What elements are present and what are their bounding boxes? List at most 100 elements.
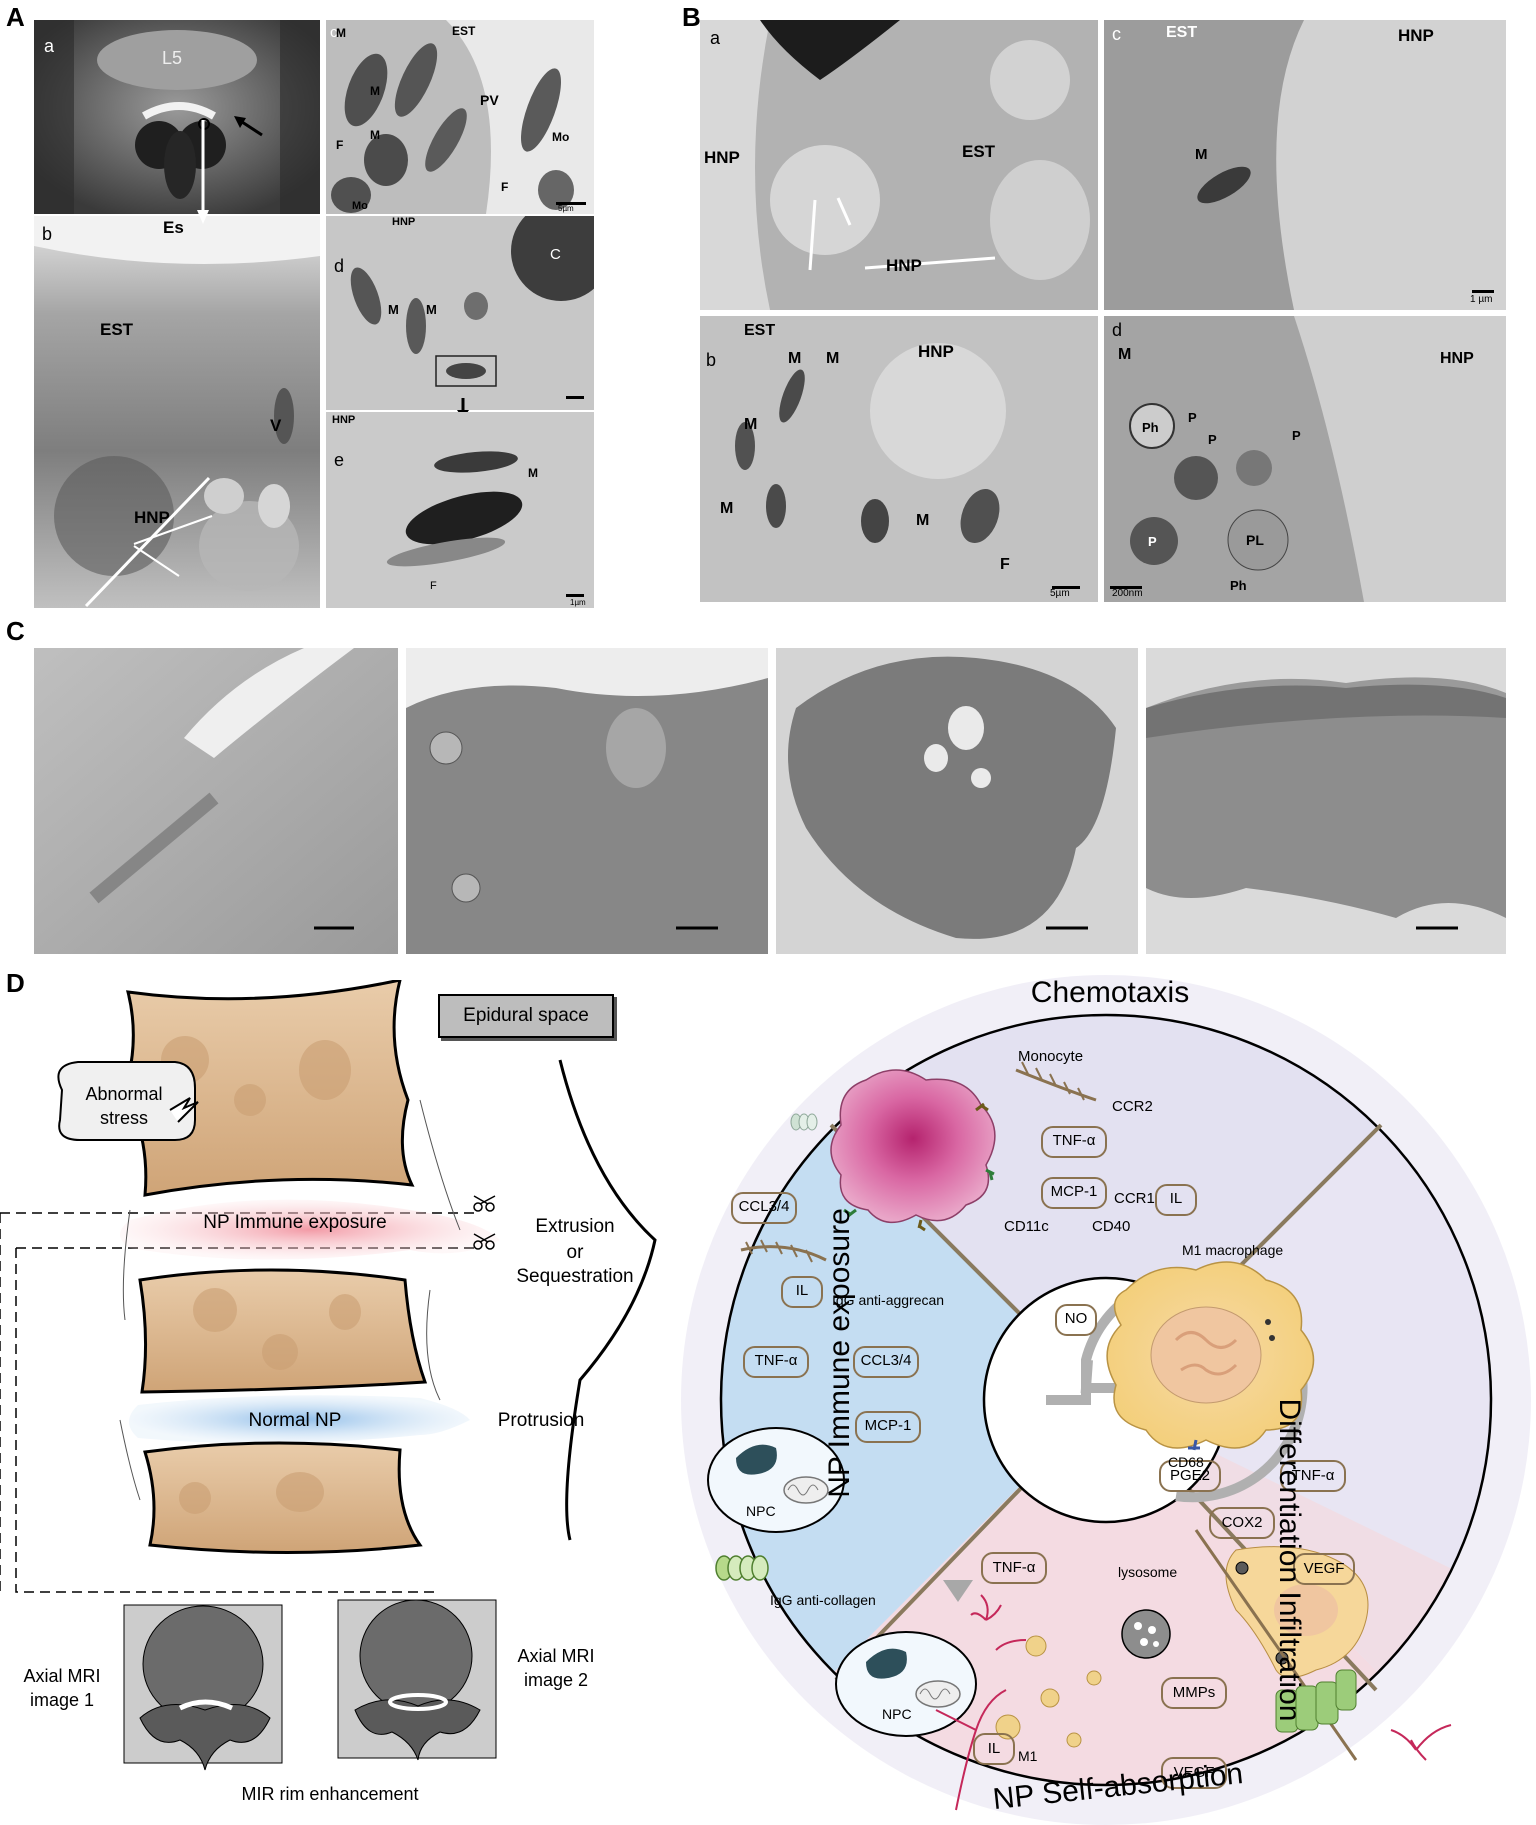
c3-drawing — [776, 648, 1138, 954]
mcp1-top: MCP-1 — [1050, 1183, 1098, 1200]
mri2-label-line1: Axial MRI — [517, 1646, 595, 1666]
c4-drawing — [1146, 648, 1506, 954]
panel-c-image-1 — [34, 648, 398, 954]
panel-a-d-em: d HNP C M M — [326, 216, 594, 410]
abnormal-stress-line2: stress — [99, 1108, 148, 1128]
b-a-drawing — [700, 20, 1098, 310]
cd40-label: CD40 — [1092, 1218, 1131, 1235]
panel-c-image-2 — [406, 648, 768, 954]
a-c-mo2-label: Mo — [352, 200, 368, 212]
b-b-m1-label: M — [826, 350, 840, 367]
cytokine-pills — [731, 1126, 1355, 1789]
mmps-label: MMPs — [1172, 1684, 1216, 1701]
a-c-f2-label: F — [501, 180, 509, 194]
panel-b-b-letter: b — [706, 350, 717, 370]
tnf-alpha-top: TNF-α — [1052, 1132, 1096, 1149]
panel-b-a-letter: a — [710, 28, 721, 48]
collagen-icon — [715, 1555, 769, 1581]
panel-a-a-letter: a — [44, 36, 55, 56]
mir-rim-label: MIR rim enhancement — [241, 1784, 419, 1804]
panel-label-b: B — [682, 2, 701, 32]
mcp1-left: MCP-1 — [864, 1417, 912, 1434]
em-drawing — [326, 20, 594, 214]
a-d-m2-label: M — [426, 302, 437, 317]
tnf-alpha-left: TNF-α — [754, 1352, 798, 1369]
es-label: Es — [163, 218, 184, 237]
igg-anti-collagen-label: IgG anti-collagen — [770, 1592, 876, 1608]
b-b-scale: 5µm — [1050, 588, 1070, 599]
normal-np-label: Normal NP — [248, 1410, 342, 1431]
b-b-est-label: EST — [744, 322, 776, 339]
spine-diagram — [0, 980, 657, 1771]
panel-label-c: C — [6, 616, 25, 646]
b-a-hnp2-label: HNP — [886, 256, 922, 275]
b-d-pl-label: PL — [1246, 532, 1264, 548]
igg-anti-aggrecan-label: IgG anti-aggrecan — [832, 1292, 945, 1308]
extrusion-label-3: Sequestration — [516, 1266, 634, 1287]
hnp-label: HNP — [134, 508, 170, 527]
b-b-drawing — [700, 316, 1098, 602]
panel-a-b-histology: b Es EST V HNP — [34, 216, 320, 608]
panel-c-image-4 — [1146, 648, 1506, 954]
cd11c-label: CD11c — [1004, 1218, 1049, 1235]
collagen-icon-small — [790, 1113, 818, 1131]
b-c-drawing — [1104, 20, 1506, 310]
cd68-label: CD68 — [1168, 1454, 1204, 1470]
b-d-p4-label: P — [1148, 534, 1157, 549]
c1-drawing — [34, 648, 398, 954]
b-b-m4-label: M — [916, 512, 930, 529]
panel-a-c-letter: c — [330, 24, 338, 41]
np-immune-exposure-sector-label: NP Immune exposure — [823, 1208, 856, 1498]
panel-b-c-em: c EST HNP M 1 µm — [1104, 20, 1506, 310]
ccr2-label: CCR2 — [1112, 1098, 1153, 1115]
npc-left-label: NPC — [746, 1503, 776, 1519]
panel-label-a: A — [6, 2, 25, 32]
em-drawing-e — [326, 412, 594, 608]
mri1-label-line2: image 1 — [29, 1690, 95, 1710]
no-label: NO — [1064, 1310, 1088, 1327]
m1-macrophage-label: M1 macrophage — [1182, 1242, 1284, 1258]
histology-drawing — [34, 216, 320, 608]
scissors-icon-2 — [473, 1233, 496, 1250]
b-a-hnp1-label: HNP — [704, 148, 740, 167]
panel-c-image-3 — [776, 648, 1138, 954]
macrophage-elongated — [1194, 1529, 1369, 1761]
mri-link-arrow — [197, 120, 209, 224]
b-c-hnp-label: HNP — [1398, 26, 1434, 45]
panel-a-e-letter: e — [334, 450, 345, 470]
b-b-m5-label: M — [788, 350, 802, 367]
a-e-f-label: F — [430, 580, 437, 592]
a-c-f1-label: F — [336, 138, 344, 152]
a-c-m1-label: M — [370, 84, 380, 98]
a-d-m1-label: M — [388, 302, 399, 317]
vegf-bottom: VEGF — [1173, 1764, 1215, 1781]
v-label: V — [270, 416, 282, 435]
protrusion-label: Protrusion — [497, 1410, 585, 1431]
ccl34-a: CCL3/4 — [738, 1198, 790, 1215]
panel-a-mri-image: a L5 — [34, 20, 320, 214]
c2-drawing — [406, 648, 768, 954]
b-c-scale: 1 µm — [1470, 294, 1493, 305]
b-d-p2-label: P — [1208, 432, 1217, 447]
npc-cell-left — [707, 1427, 845, 1533]
b-d-scale: 200nm — [1112, 588, 1143, 599]
panel-b-d-em: d M HNP P P P P Ph Ph PL 200nm — [1104, 316, 1506, 602]
b-d-hnp-label: HNP — [1440, 350, 1474, 367]
mri-sagittal-drawing — [34, 20, 320, 214]
b-d-ph2-label: Ph — [1230, 578, 1247, 593]
scissors-icon — [473, 1195, 496, 1212]
m1-macrophage-cell — [1106, 1261, 1315, 1451]
monocyte-cell — [830, 1069, 996, 1232]
tnf-alpha-bottom: TNF-α — [992, 1559, 1036, 1576]
receptor-complex — [1275, 1669, 1357, 1733]
b-b-hnp-label: HNP — [918, 342, 954, 361]
cox2-label: COX2 — [1221, 1514, 1263, 1531]
immune-cycle-diagram — [681, 975, 1531, 1825]
b-b-m3-label: M — [720, 500, 734, 517]
m1-label: M1 — [1018, 1748, 1038, 1764]
panel-a-c-em: c EST M M M F F PV Mo Mo 5µm — [326, 20, 594, 214]
panel-a-e-em: e HNP M F 1µm — [326, 412, 594, 608]
panel-b-d-letter: d — [1112, 320, 1123, 340]
extrusion-label-1: Extrusion — [535, 1216, 615, 1237]
panel-label-d: D — [6, 968, 25, 998]
